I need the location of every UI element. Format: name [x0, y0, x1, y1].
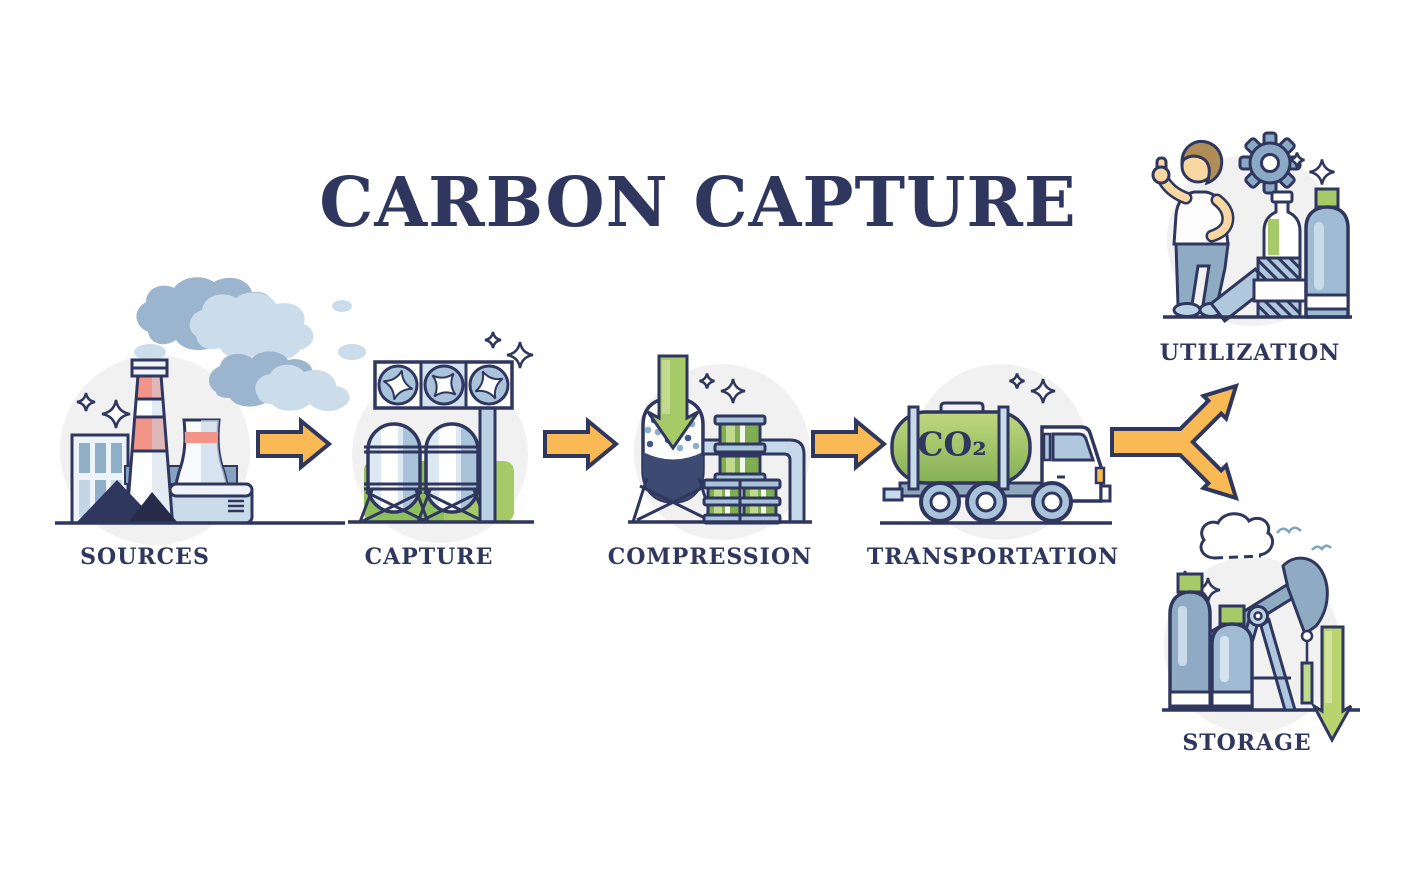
coal-piles-icon [76, 480, 178, 523]
pipe [478, 406, 497, 524]
storage-illustration [1162, 512, 1360, 744]
truck-wheel-icon [919, 481, 1073, 523]
person-icon [1151, 139, 1235, 318]
stage-label-compression: COMPRESSION [607, 544, 813, 570]
flow-arrow-icon [811, 419, 886, 469]
absorber-tank-icon [416, 422, 488, 523]
gear-icon [1238, 131, 1302, 195]
gas-cylinder-icon [1210, 604, 1254, 710]
bird-icon [1311, 544, 1332, 551]
fan-unit-icon [373, 360, 514, 410]
capture-illustration [348, 330, 535, 543]
gas-cylinder-icon [1168, 572, 1212, 710]
cloud-icon [1199, 512, 1275, 560]
absorber-tank-icon [358, 422, 430, 523]
utilization-illustration [1151, 131, 1352, 326]
gas-cylinder-icon [1304, 187, 1350, 319]
bird-icon [1276, 526, 1302, 535]
compression-illustration [628, 354, 812, 540]
page-title: CARBON CAPTURE [319, 163, 1077, 243]
transportation-illustration [880, 364, 1112, 540]
co2-tank-text: CO₂ [917, 424, 987, 464]
flow-arrow-icon [543, 419, 618, 469]
inject-arrow-icon [646, 354, 700, 451]
cooling-tower-icon [174, 418, 229, 486]
flow-arrow-icon [256, 419, 331, 469]
reactor-building-icon [168, 482, 254, 525]
stage-label-capture: CAPTURE [364, 544, 494, 570]
carbon-blocks-icon [1209, 256, 1308, 324]
stage-label-sources: SOURCES [80, 544, 210, 570]
stage-label-utilization: UTILIZATION [1159, 340, 1341, 366]
sparkle-icon [483, 330, 503, 350]
co2-barrels-icon [702, 414, 782, 525]
smoke-clouds-icon [134, 277, 366, 412]
tanker-truck-icon [882, 401, 1112, 523]
bottle-icon [1262, 190, 1302, 260]
fork-arrow-icon [1110, 382, 1240, 502]
sources-illustration [55, 277, 366, 545]
underground-arrow-icon [1310, 625, 1353, 744]
stage-label-transportation: TRANSPORTATION [866, 544, 1120, 570]
stage-label-storage: STORAGE [1182, 730, 1312, 756]
